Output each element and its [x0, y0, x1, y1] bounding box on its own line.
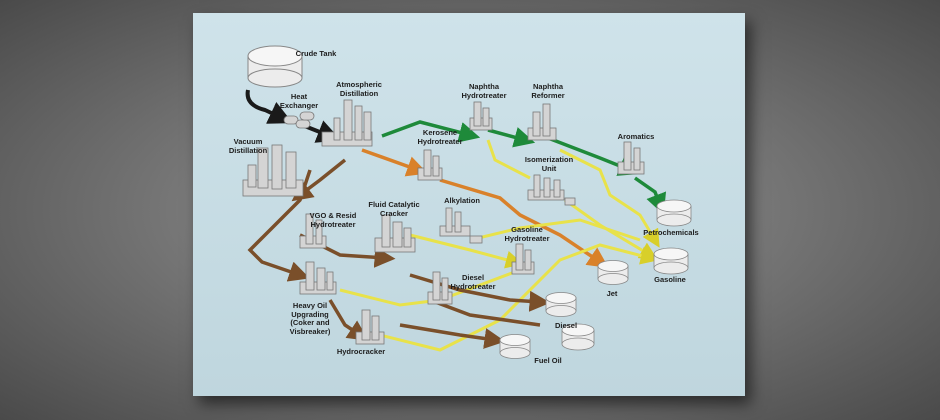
label-crude-tank: Crude Tank: [295, 49, 337, 58]
label-diesel-hydrotreater: Diesel Hydrotreater: [450, 273, 496, 291]
alkylation-icon: [439, 207, 483, 244]
diesel-tank-2-icon: [561, 323, 595, 351]
aromatics-icon: [617, 141, 645, 175]
label-naphtha-hydrotreater: Naphtha Hydrotreater: [461, 82, 507, 100]
atmospheric-distillation-icon: [321, 99, 373, 147]
label-kerosene-hydrotreater: Kerosene Hydrotreater: [417, 128, 463, 146]
diesel-hydrotreater-icon: [427, 271, 453, 305]
label-vgo-resid-hydrotreater: VGO & Resid Hydrotreater: [309, 211, 357, 229]
gasoline-line: [409, 233, 524, 269]
label-vacuum-distillation: Vacuum Distillation: [228, 137, 268, 155]
naphtha-reformer-icon: [527, 103, 557, 141]
fluid-catalytic-cracker-icon: [374, 214, 416, 253]
naphtha-hydrotreater-icon: [469, 101, 493, 131]
crude-tank-icon: [247, 45, 303, 88]
label-isomerization-unit: Isomerization Unit: [524, 155, 574, 173]
kerosene-hydrotreater-icon: [417, 149, 443, 181]
diesel-tank-icon: [545, 292, 577, 317]
vacuum-distillation-icon: [242, 144, 304, 197]
label-jet: Jet: [606, 289, 618, 298]
petrochemicals-tank-icon: [656, 199, 692, 227]
hydrocracker-icon: [355, 309, 385, 345]
isomerization-unit-icon: [527, 174, 576, 206]
label-fluid-catalytic-cracker: Fluid Catalytic Cracker: [368, 200, 420, 218]
label-gasoline: Gasoline: [654, 275, 686, 284]
label-hydrocracker: Hydrocracker: [336, 347, 386, 356]
fuel-oil-tank-icon: [499, 334, 531, 359]
label-diesel: Diesel: [554, 321, 578, 330]
gasoline-line: [469, 218, 641, 242]
heavy-line: [399, 323, 506, 349]
label-alkylation: Alkylation: [444, 196, 480, 205]
kerosene-line: [361, 148, 428, 177]
naphtha-line: [633, 176, 667, 215]
gasoline-line: [379, 243, 659, 352]
label-heavy-oil-upgrading: Heavy Oil Upgrading (Coker and Visbreake…: [289, 301, 331, 336]
naphtha-line: [381, 120, 481, 143]
vgo-resid-hydrotreater-icon: [299, 213, 327, 249]
crude-line: [245, 89, 293, 124]
heavy-line: [328, 299, 369, 341]
gasoline-line: [559, 148, 660, 248]
gasoline-line: [486, 139, 531, 180]
label-heat-exchanger: Heat Exchanger: [279, 92, 319, 110]
gasoline-line: [564, 198, 658, 260]
naphtha-line: [487, 127, 536, 148]
label-petrochemicals: Petrochemicals: [643, 228, 699, 237]
label-aromatics: Aromatics: [617, 132, 655, 141]
jet-tank-icon: [597, 260, 629, 285]
label-atmospheric-distillation: Atmospheric Distillation: [336, 80, 382, 98]
kerosene-line: [439, 178, 609, 268]
heavy-line: [291, 158, 347, 202]
gasoline-hydrotreater-icon: [511, 243, 535, 275]
label-fuel-oil: Fuel Oil: [534, 356, 562, 365]
heat-exchanger-icon: [283, 111, 315, 129]
heavy-line: [429, 298, 541, 327]
label-gasoline-hydrotreater: Gasoline Hydrotreater: [504, 225, 550, 243]
gasoline-tank-icon: [653, 247, 689, 275]
label-naphtha-reformer: Naphtha Reformer: [531, 82, 565, 100]
heavy-oil-upgrading-icon: [299, 261, 337, 295]
